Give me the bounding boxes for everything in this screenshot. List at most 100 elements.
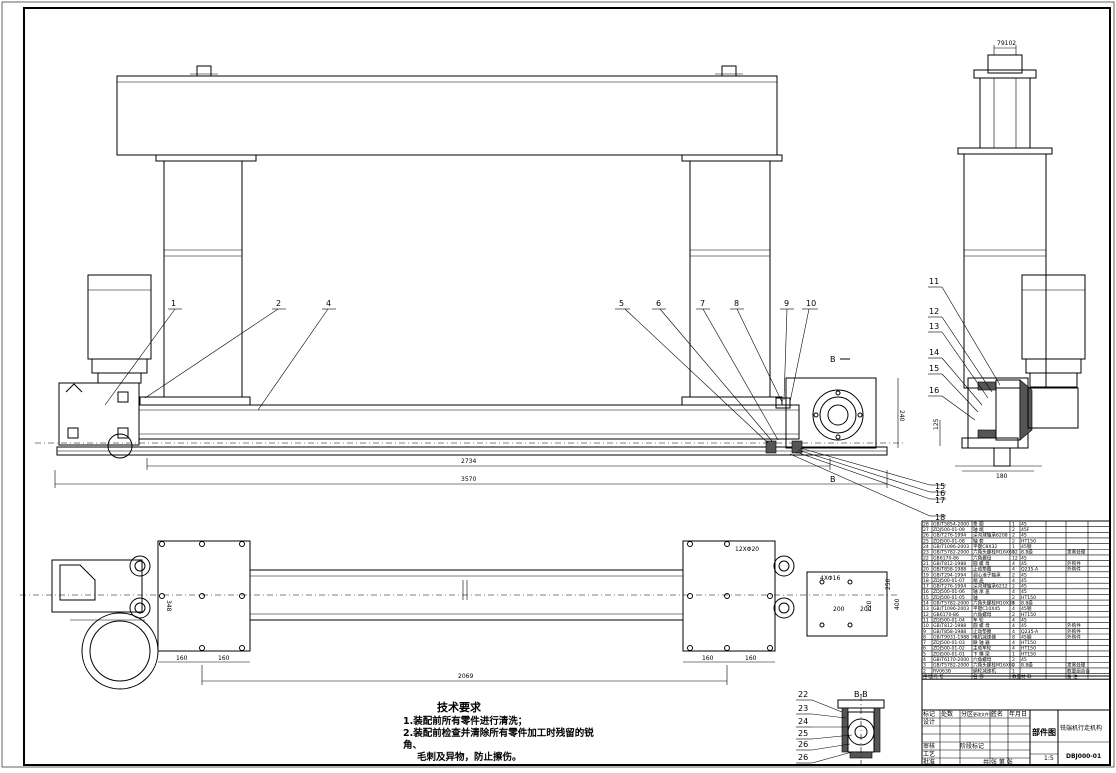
bom-row-16-name: 轴 承 盖: [973, 588, 990, 595]
bom-row-3-note: 发黑处理: [1067, 662, 1086, 669]
bom-row-21-note: 外购件: [1067, 560, 1081, 567]
left-motor: [87, 274, 152, 360]
bom-row-24-code: GB/T1096-2003: [933, 544, 969, 550]
bom-row-21-mat: 45: [1021, 561, 1027, 567]
callout-11: 11: [929, 277, 939, 286]
bom-row-23-note: 发黑处理: [1067, 549, 1086, 556]
bom-row-18-code: ZDJ500-01-07: [933, 578, 965, 584]
callout-12: 12: [929, 307, 939, 316]
tb-mark: 标记: [923, 710, 935, 718]
dim-plan-160c: 160: [702, 655, 714, 662]
bom-row-20-no: 20: [923, 567, 929, 573]
tb-zone: 分区: [961, 710, 973, 718]
bom-row-4-name: 六角螺母: [973, 656, 992, 663]
requirement-line-4: 毛刺及异物，防止擦伤。: [417, 751, 522, 763]
callout-10: 10: [806, 299, 816, 308]
bom-row-25-qty: 2: [1012, 538, 1015, 544]
bom-row-7-code: ZDJ500-01-03: [933, 640, 965, 646]
bom-row-17-code: GB/T276-1994: [933, 584, 966, 590]
bom-row-10-note: 外购件: [1067, 622, 1081, 629]
bom-row-14-no: 14: [923, 601, 929, 607]
drawing-scale: 1:5: [1044, 755, 1054, 762]
bom-row-20-name: 止动垫圈: [973, 566, 992, 573]
bom-row-27-name: 轴 端: [973, 526, 984, 533]
bom-row-24-mat: 45钢: [1021, 543, 1032, 550]
bom-row-6-qty: 4: [1012, 646, 1015, 652]
bom-row-5-no: 5: [923, 651, 926, 657]
bom-row-4-qty: 2: [1012, 657, 1015, 663]
bom-row-7-name: 联 轴 器: [973, 639, 990, 646]
drawing-code: DBJ000-01: [1066, 753, 1101, 760]
bom-row-22-no: 22: [923, 555, 929, 561]
callout-8: 8: [734, 299, 739, 308]
bom-row-3-name: 六角头螺栓M16X60: [973, 662, 1015, 669]
bom-row-9-no: 9: [923, 629, 926, 635]
side-motor: [1021, 274, 1086, 360]
callout-4: 4: [326, 299, 331, 308]
bom-row-21-code: GB/T812-1988: [933, 561, 966, 567]
callout-6: 6: [656, 299, 661, 308]
bom-row-14-name: 六角头螺栓M10X35: [973, 600, 1015, 607]
bom-row-6-name: 主动车轮: [973, 645, 992, 652]
dim-h125: 125: [933, 418, 940, 430]
bom-row-22-qty: 12: [1012, 555, 1018, 561]
bom-row-5-name: 下 横 梁: [973, 650, 990, 657]
bom-row-16-code: ZDJ500-01-06: [933, 589, 965, 595]
bom-row-4-no: 4: [923, 657, 926, 663]
technical-requirements: 技术要求 1.装配前所有零件进行清洗； 2.装配前检查并清除所有零件加工时残留的…: [403, 700, 594, 763]
callout-13: 13: [929, 322, 939, 331]
bom-row-25-code: ZDJ500-01-08: [933, 538, 965, 544]
bom-row-5-mat: HT150: [1021, 651, 1036, 657]
bom-row-21-name: 圆 螺 母: [973, 560, 990, 567]
dim-height-240: 240: [898, 410, 905, 422]
right-column: [689, 160, 771, 398]
bom-row-16-mat: 45: [1021, 589, 1027, 595]
inner-border: [23, 7, 1111, 766]
bom-row-13-mat: 45钢: [1021, 605, 1032, 612]
dim-plan-250: 250: [885, 578, 892, 590]
section-bb: B-B 22 23 24 25 26 27 26 26: [796, 690, 885, 765]
bom-row-23-mat: 8.8级: [1021, 549, 1033, 556]
bom-row-2-name: 蜗轮减速机: [973, 667, 996, 674]
bom-row-17-qty: 2: [1012, 584, 1015, 590]
bom-row-17-name: 深沟球轴承6212: [973, 583, 1008, 590]
bom-row-11-code: ZDJ500-01-04: [933, 617, 965, 623]
bom-row-12-qty: 2: [1012, 612, 1015, 618]
tb-doc: 更改文件号: [973, 711, 993, 717]
bom-row-12-name: 六角螺母: [973, 611, 992, 618]
bom-row-9-qty: 4: [1012, 629, 1015, 635]
bom-row-3-code: GB/T5782-2000: [933, 663, 969, 669]
bom-row-3-no: 3: [923, 663, 926, 669]
tb-approve: 批准: [923, 758, 935, 766]
bom-row-14-code: GB/T5782-2000: [933, 601, 969, 607]
bom-row-18-qty: 4: [1012, 578, 1015, 584]
bom-row-7-qty: 4: [1012, 640, 1015, 646]
bom-row-20-qty: 4: [1012, 567, 1015, 573]
bom-row-7-no: 7: [923, 640, 926, 646]
side-callouts: 11 12 13 14 15 15 16: [928, 277, 1001, 421]
callout-25: 26: [798, 740, 808, 749]
bom-row-9-code: GB/T858-1988: [933, 629, 966, 635]
dim-side-180: 180: [996, 473, 1008, 480]
callout-20: 18: [935, 513, 945, 522]
bom-row-22-code: GB6170-86: [933, 555, 959, 561]
bom-row-18-mat: 45: [1021, 578, 1027, 584]
bom-row-10-no: 10: [923, 623, 929, 629]
requirement-line-2: 2.装配前检查并清除所有零件加工时残留的锐: [403, 727, 594, 739]
callout-21: 22: [798, 690, 808, 699]
dim-plan-348: 348: [165, 600, 172, 612]
bom-row-26-name: 深沟球轴承6208: [973, 532, 1008, 539]
bom-row-6-code: ZDJ500-01-02: [933, 646, 965, 652]
bom-row-2-code: RV063B: [933, 668, 951, 674]
callout-19: 17: [935, 496, 945, 505]
bom-row-22-name: 六角螺母: [973, 554, 992, 561]
bom-row-11-mat: 45: [1021, 617, 1027, 623]
bom-row-17-mat: 45: [1021, 584, 1027, 590]
left-column: [163, 160, 243, 398]
callout-24: 25: [798, 729, 808, 738]
front-view: B B 3570 2734 240: [35, 65, 905, 488]
bom-row-18-no: 18: [923, 578, 929, 584]
